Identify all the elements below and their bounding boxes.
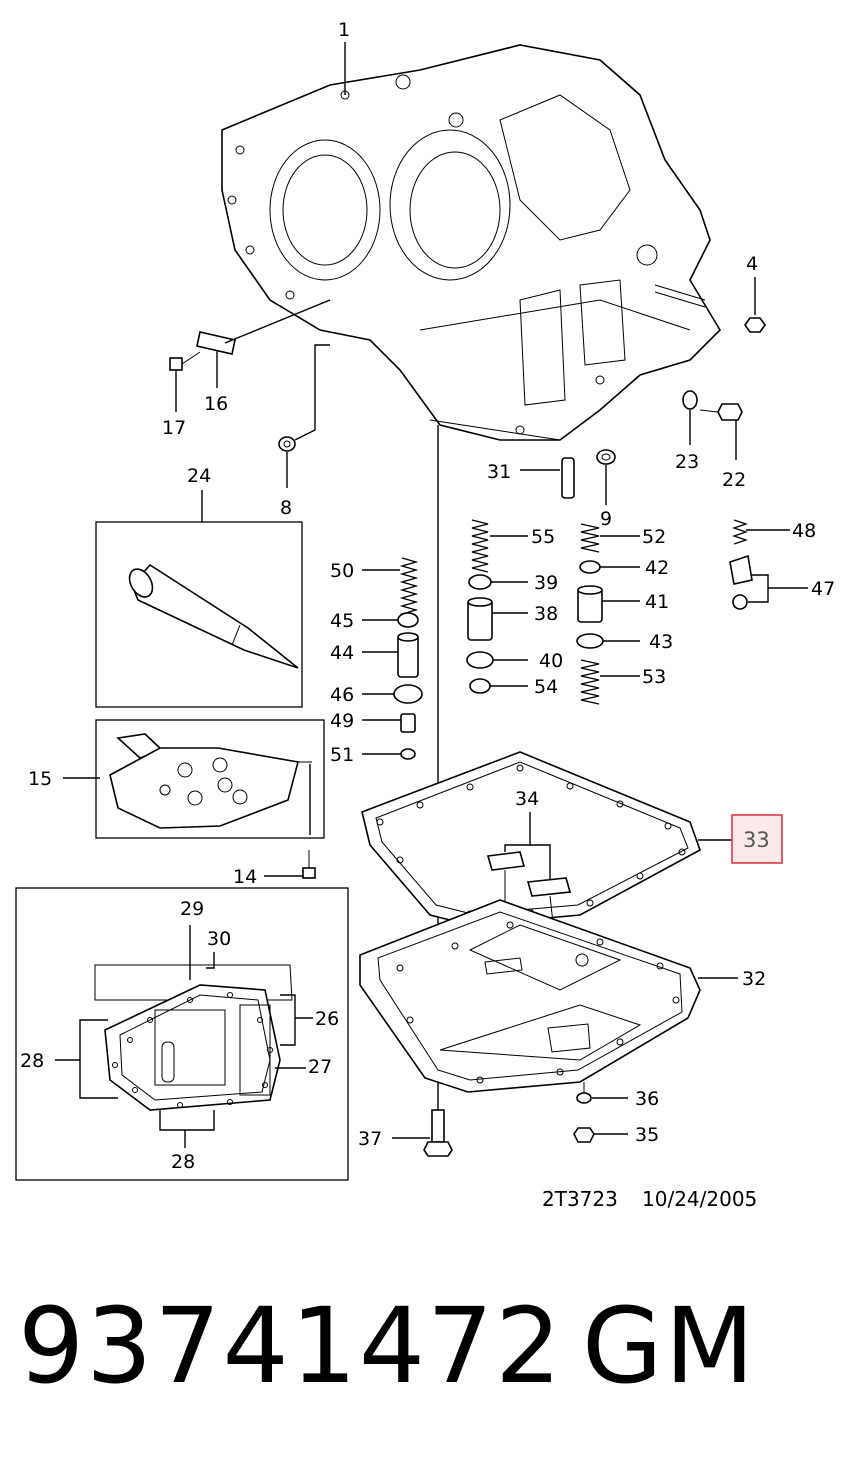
label-15: 15: [28, 768, 52, 790]
part-35-drain-plug: [573, 1127, 628, 1143]
label-48: 48: [792, 520, 816, 542]
label-43: 43: [649, 631, 673, 653]
label-52: 52: [642, 526, 666, 548]
label-9: 9: [600, 508, 612, 530]
label-22: 22: [722, 469, 746, 491]
label-40: 40: [539, 650, 563, 672]
valve-column-middle: [466, 519, 528, 694]
valve-column-left: [362, 557, 423, 760]
part-4-nut: [744, 277, 766, 333]
part-33-gasket: [361, 751, 732, 926]
label-39: 39: [534, 572, 558, 594]
label-16: 16: [204, 393, 228, 415]
label-46: 46: [330, 684, 354, 706]
part-17-bolt: [169, 351, 201, 412]
label-30: 30: [207, 928, 231, 950]
label-8: 8: [280, 497, 292, 519]
label-31: 31: [487, 461, 511, 483]
brand-name: GM: [582, 1285, 756, 1407]
part-48-spring: [731, 519, 790, 545]
part-31-pin: [520, 457, 575, 499]
part-9-washer: [596, 449, 616, 505]
label-33: 33: [743, 828, 770, 852]
label-1: 1: [338, 19, 350, 41]
label-32: 32: [742, 968, 766, 990]
part-47-check-valve: [729, 554, 808, 610]
label-35: 35: [635, 1124, 659, 1146]
label-38: 38: [534, 603, 558, 625]
part-36-drain-gasket: [576, 1082, 628, 1104]
reference-date: 10/24/2005: [642, 1187, 757, 1211]
label-47: 47: [811, 578, 835, 600]
transmission-case: [221, 44, 722, 441]
label-45: 45: [330, 610, 354, 632]
label-24: 24: [187, 465, 211, 487]
part-8-washer: [278, 344, 330, 488]
label-53: 53: [642, 666, 666, 688]
label-23: 23: [675, 451, 699, 473]
part-number: 93741472: [18, 1285, 563, 1407]
label-41: 41: [645, 591, 669, 613]
label-4: 4: [746, 253, 758, 275]
part-24-sealant-box: [95, 490, 303, 708]
label-55: 55: [531, 526, 555, 548]
callout-labels: 1 4 16 17 8 23 22 31 9 24 50 45 44 46 49…: [20, 19, 835, 1173]
label-34: 34: [515, 788, 539, 810]
label-44: 44: [330, 642, 354, 664]
label-50: 50: [330, 560, 354, 582]
part-23-oring: [682, 390, 698, 445]
inset-valve-body-box: [15, 887, 349, 1181]
label-27: 27: [308, 1056, 332, 1078]
valve-column-right: [576, 523, 640, 705]
label-26: 26: [315, 1008, 339, 1030]
label-42: 42: [645, 557, 669, 579]
label-36: 36: [635, 1088, 659, 1110]
label-49: 49: [330, 710, 354, 732]
label-29: 29: [180, 898, 204, 920]
part-32-oil-pan: [359, 899, 738, 1093]
part-15-filter-box: [63, 719, 325, 839]
part-33-highlight-box: [731, 814, 783, 864]
label-28-left: 28: [20, 1050, 44, 1072]
part-37-bolt: [392, 1109, 453, 1157]
label-51: 51: [330, 744, 354, 766]
label-54: 54: [534, 676, 558, 698]
label-37: 37: [358, 1128, 382, 1150]
label-28-bottom: 28: [171, 1151, 195, 1173]
part-16-plate: [196, 331, 236, 388]
label-17: 17: [162, 417, 186, 439]
part-22-plug: [699, 403, 743, 460]
label-14: 14: [233, 866, 257, 888]
reference-code: 2T3723: [542, 1187, 618, 1211]
part-14-bolt: [264, 850, 316, 879]
